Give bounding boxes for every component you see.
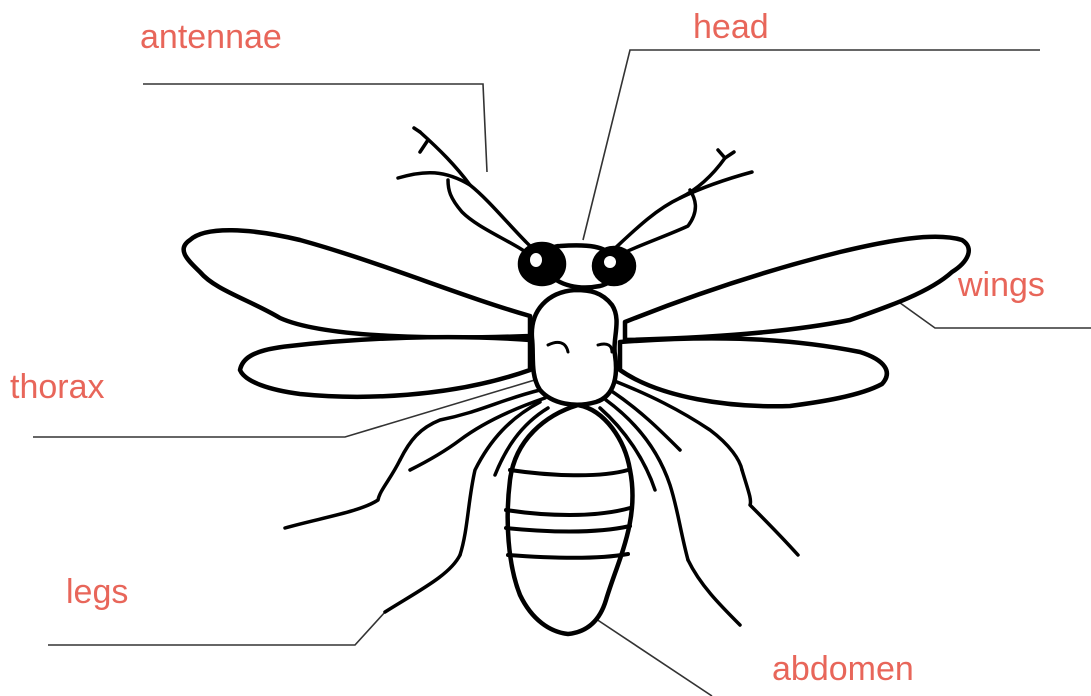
label-antennae: antennae <box>140 20 282 54</box>
label-thorax: thorax <box>10 370 105 404</box>
left-hindwing <box>240 337 530 397</box>
abdomen-shape <box>508 405 633 634</box>
label-head: head <box>693 10 769 44</box>
label-wings: wings <box>958 268 1045 302</box>
leader-line-head <box>583 50 1040 240</box>
leader-line-legs <box>48 612 385 645</box>
right-forewing <box>625 237 969 340</box>
label-abdomen: abdomen <box>772 652 914 686</box>
right-hindwing <box>620 338 887 406</box>
insect-drawing <box>184 128 969 634</box>
leader-line-antennae <box>143 84 487 172</box>
antennae <box>398 128 752 262</box>
left-forewing <box>184 230 530 337</box>
label-legs: legs <box>66 575 128 609</box>
left-eye <box>520 244 564 284</box>
thorax-shape <box>532 290 617 405</box>
